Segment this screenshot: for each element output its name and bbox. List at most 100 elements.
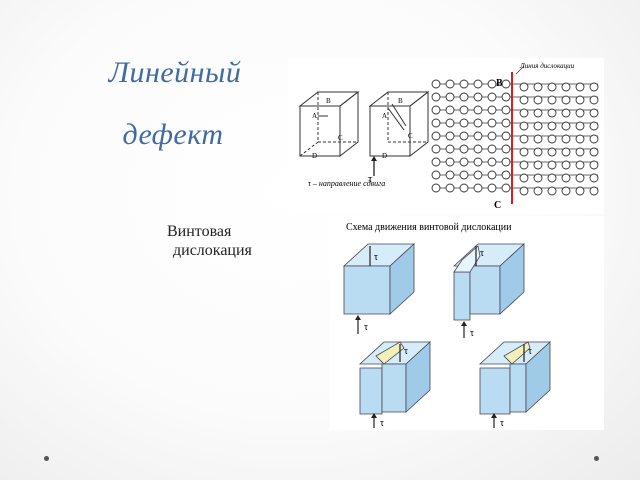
dislocation-lattice-figure: B A C D B A C D τ τ – направление сдвига… — [288, 58, 604, 214]
cube2-label-A: A — [382, 112, 387, 120]
lattice-atom — [519, 147, 529, 157]
lattice-atom — [575, 82, 585, 92]
lattice-atom — [501, 79, 511, 89]
block4-tau-bottom: τ — [500, 418, 504, 429]
lattice-atom — [561, 134, 571, 144]
lattice-atom — [519, 121, 529, 131]
lattice-atom — [501, 170, 511, 180]
lattice-atom — [519, 108, 529, 118]
lattice-atom — [487, 92, 497, 102]
lattice-atom — [445, 92, 455, 102]
lattice-atom — [487, 183, 497, 193]
lattice-atom — [445, 79, 455, 89]
lattice-atom — [547, 173, 557, 183]
lattice-atom — [501, 157, 511, 167]
lattice-atom — [431, 92, 441, 102]
lattice-atom — [487, 118, 497, 128]
lattice-atom — [533, 82, 543, 92]
lattice-atom — [575, 160, 585, 170]
lattice-atom — [431, 183, 441, 193]
lattice-atom — [459, 157, 469, 167]
lattice-atom — [473, 105, 483, 115]
lattice-atom — [547, 82, 557, 92]
lattice-atom — [561, 95, 571, 105]
cube-sheared — [368, 90, 430, 158]
block1-tau-top: τ — [374, 252, 378, 263]
lattice-atom — [547, 160, 557, 170]
lattice-atom — [547, 121, 557, 131]
block2-tau-top: τ — [480, 248, 484, 259]
lattice-atom — [487, 79, 497, 89]
lattice-atom — [575, 173, 585, 183]
cube1-label-B: B — [326, 97, 331, 105]
cube1-label-D: D — [312, 152, 317, 160]
lattice-atom — [519, 160, 529, 170]
lattice-atom — [431, 79, 441, 89]
lattice-atom — [459, 144, 469, 154]
lattice-atom — [459, 183, 469, 193]
lattice-atom — [473, 157, 483, 167]
block3-tau-bottom: τ — [380, 418, 384, 429]
lattice-atom — [431, 170, 441, 180]
lattice-atom — [431, 105, 441, 115]
lattice-atom — [501, 183, 511, 193]
decor-dot-right — [594, 456, 599, 461]
lattice-atom — [487, 144, 497, 154]
lattice-atom — [445, 157, 455, 167]
lattice-atom — [561, 82, 571, 92]
slide-decor-dots — [0, 456, 640, 466]
lattice-atom — [501, 118, 511, 128]
lattice-atom — [459, 131, 469, 141]
block1-tau-bottom: τ — [364, 322, 368, 333]
lattice-atom — [589, 160, 599, 170]
slide-title-line2: дефект — [122, 118, 224, 151]
lattice-atom — [533, 173, 543, 183]
lattice-atom — [561, 121, 571, 131]
lattice-atom — [501, 144, 511, 154]
slide-title-line1: Линейный — [108, 56, 242, 89]
lattice-atom — [445, 118, 455, 128]
cube-undeformed — [298, 90, 360, 158]
lattice-atom — [431, 131, 441, 141]
block3-tau-top: τ — [404, 346, 408, 357]
lattice-atom — [575, 186, 585, 196]
lattice-atom — [589, 173, 599, 183]
lattice-atom — [519, 134, 529, 144]
cube2-label-D: D — [382, 152, 387, 160]
lattice-atom — [575, 108, 585, 118]
lattice-atom — [561, 186, 571, 196]
lattice-atom — [445, 131, 455, 141]
lattice-atom — [473, 183, 483, 193]
lattice-atom — [533, 147, 543, 157]
lattice-atom — [533, 108, 543, 118]
lattice-atom — [459, 92, 469, 102]
lattice-atom — [519, 95, 529, 105]
lattice-atom — [431, 157, 441, 167]
lattice-atom — [561, 147, 571, 157]
lattice-atom — [459, 170, 469, 180]
lattice-atom — [533, 186, 543, 196]
lattice-atom — [575, 147, 585, 157]
bottom-figure-title: Схема движения винтовой дислокации — [346, 222, 512, 233]
lattice-atom — [487, 105, 497, 115]
cube1-label-C: C — [338, 134, 343, 142]
lattice-atom — [487, 131, 497, 141]
lattice-atom — [473, 79, 483, 89]
decor-dot-left — [44, 456, 49, 461]
lattice-atom — [501, 131, 511, 141]
lattice-atom — [561, 108, 571, 118]
block-3 — [358, 341, 432, 415]
cube2-label-B: B — [398, 97, 403, 105]
cube1-label-A: A — [312, 112, 317, 120]
lattice-atom — [501, 105, 511, 115]
lattice-atom — [589, 108, 599, 118]
atom-lattice — [431, 79, 599, 196]
lattice-atom — [589, 134, 599, 144]
lattice-atom — [575, 95, 585, 105]
cube2-label-C: C — [408, 132, 413, 140]
lattice-atom — [445, 183, 455, 193]
lattice-atom — [575, 134, 585, 144]
lattice-atom — [473, 144, 483, 154]
lattice-atom — [589, 95, 599, 105]
lattice-atom — [487, 170, 497, 180]
